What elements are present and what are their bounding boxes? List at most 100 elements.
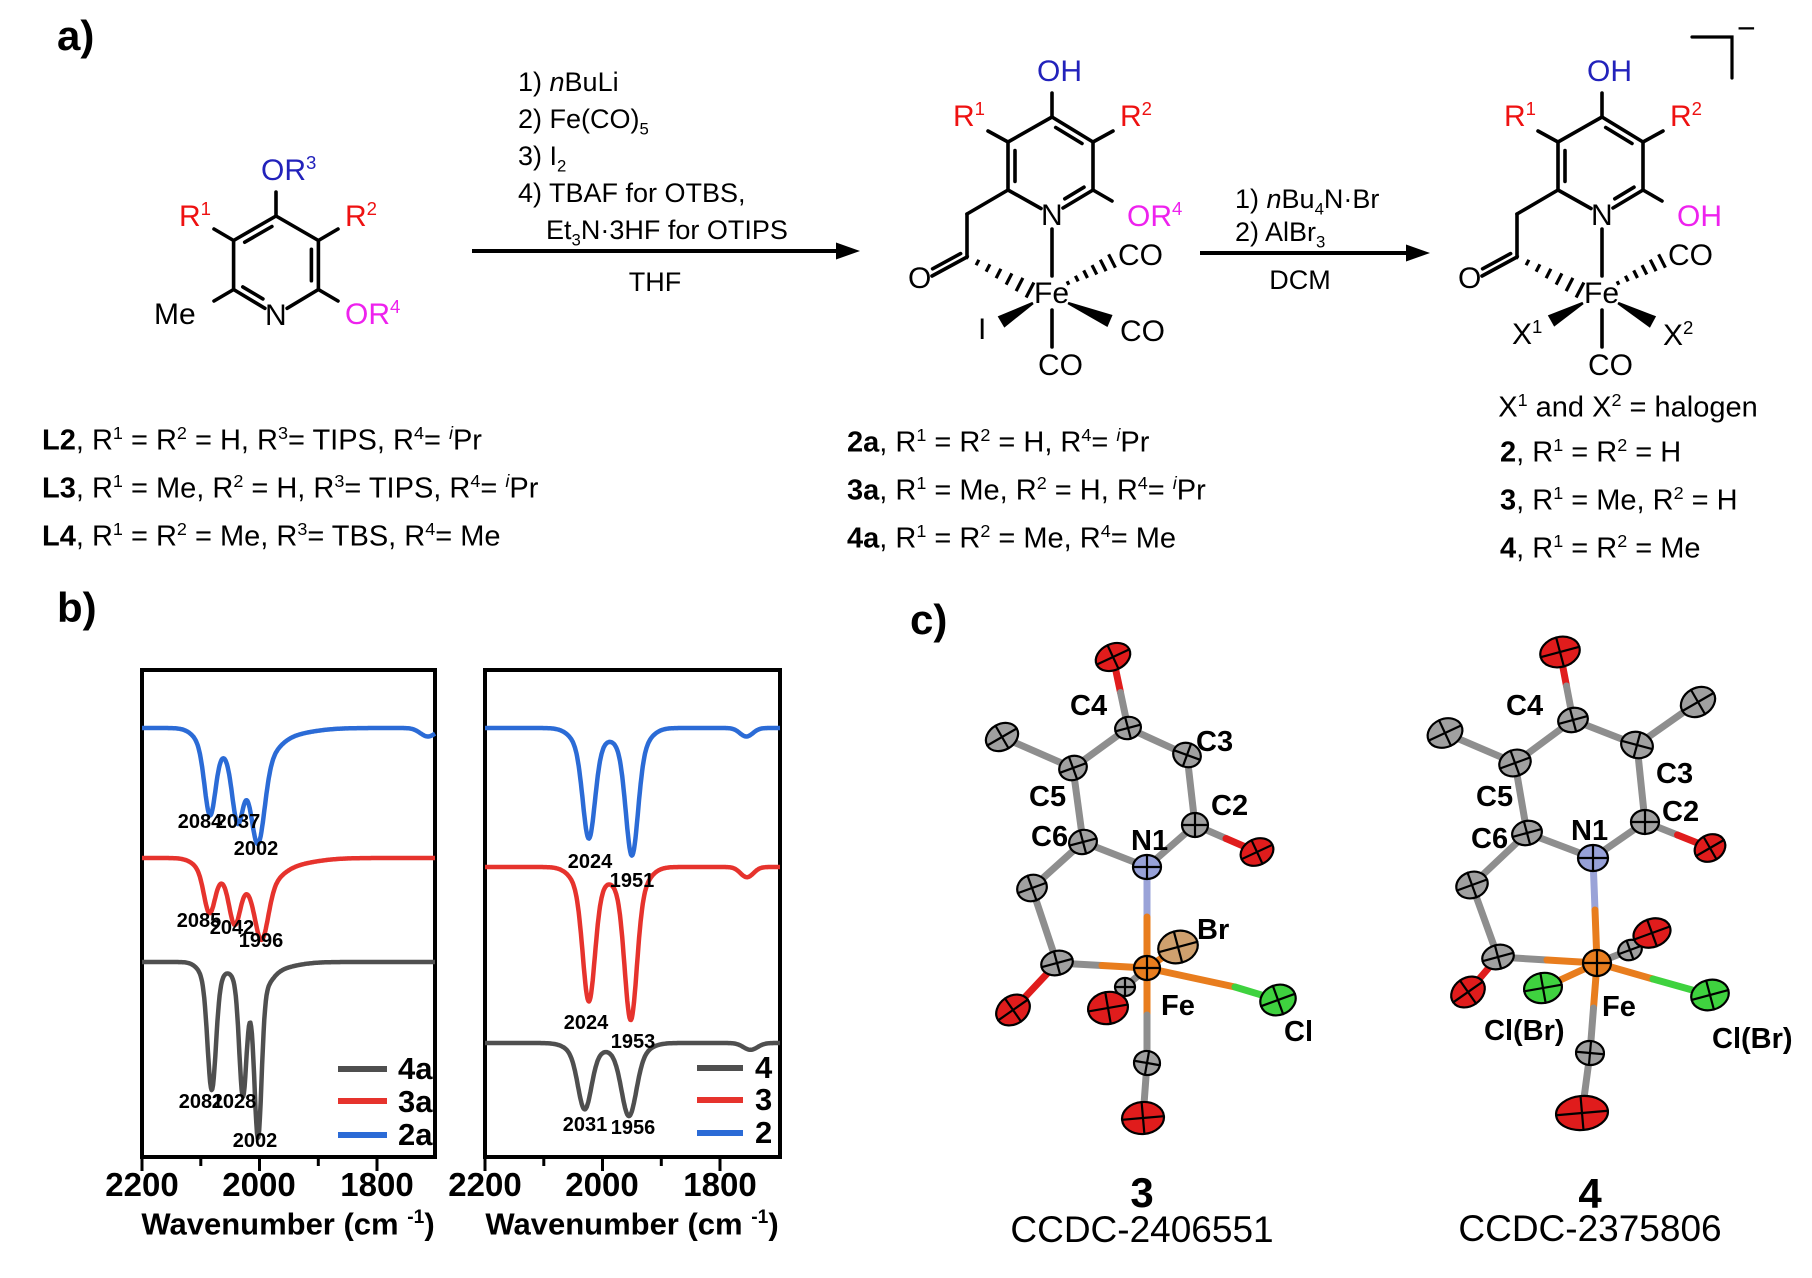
ortep3-c3-label: C3	[1196, 726, 1234, 758]
peak-4-2: 1956	[610, 1117, 656, 1139]
peak-3a-1: 2085	[176, 910, 222, 932]
ligand-def-l2: L2, R1 = R2 = H, R3= TIPS, R4= iPr	[42, 423, 482, 457]
peak-4a-1: 2081	[178, 1091, 224, 1113]
intermediate-def-4a: 4a, R1 = R2 = Me, R4= Me	[847, 521, 1177, 555]
legend-lines	[338, 1065, 743, 1138]
product-def-3: 3, R1 = Me, R2 = H	[1500, 483, 1738, 517]
product-oh-right-label: OH	[1677, 200, 1722, 233]
intermediate-o-label: O	[908, 262, 932, 295]
ortep4-id: 4	[1578, 1170, 1602, 1217]
peak-2-2: 1951	[609, 870, 655, 892]
product-def-2: 2, R1 = R2 = H	[1500, 435, 1682, 469]
peak-2a-1: 2084	[177, 811, 223, 833]
ortep3-c2-label: C2	[1211, 790, 1249, 822]
reactant-r1-label: R1	[179, 198, 212, 233]
intermediate-fe-label: Fe	[1034, 277, 1070, 310]
peak-2a-2: 2037	[215, 811, 261, 833]
product-x1-label: X1	[1512, 316, 1543, 351]
plotR-tick-2200: 2200	[448, 1166, 522, 1203]
ortep3-c5-label: C5	[1029, 781, 1067, 813]
scheme-bonds	[212, 35, 1734, 349]
step2-solvent: DCM	[1269, 265, 1331, 295]
plotR-legend-2: 2	[755, 1115, 773, 1150]
product-o-label: O	[1458, 262, 1482, 295]
plotR-xlabel: Wavenumber (cm -1)	[485, 1206, 779, 1242]
step1-cond-1: 1) nBuLi	[518, 67, 619, 97]
ligand-def-l4: L4, R1 = R2 = Me, R3= TBS, R4= Me	[42, 519, 501, 553]
reactant-or3-label: OR3	[261, 152, 317, 187]
ortep3-fe-label: Fe	[1161, 990, 1195, 1022]
reactant-n-label: N	[265, 299, 287, 332]
scheme-hashes	[964, 253, 1667, 299]
plotL-legend-4a: 4a	[398, 1051, 433, 1086]
ortep3-br-label: Br	[1197, 914, 1230, 946]
intermediate-n-label: N	[1041, 199, 1063, 232]
ortep4-c6-label: C6	[1471, 823, 1509, 855]
ortep4-c4-label: C4	[1506, 690, 1544, 722]
step1-solvent: THF	[628, 267, 682, 297]
product-co-bottom-label: CO	[1588, 349, 1633, 382]
intermediate-def-2a: 2a, R1 = R2 = H, R4= iPr	[847, 425, 1150, 459]
product-x2-label: X2	[1663, 317, 1694, 352]
ortep3-cl-label: Cl	[1284, 1016, 1313, 1048]
plotR-legend-3: 3	[755, 1082, 773, 1117]
arrow1-head	[836, 242, 860, 260]
reaction-arrows	[472, 242, 1430, 262]
trace-4	[483, 1040, 782, 1119]
trace-2	[483, 725, 782, 858]
step2-cond-1: 1) nBu4N·Br	[1235, 184, 1380, 219]
plotL-tick-2200: 2200	[105, 1166, 179, 1203]
reactant-or4-label: OR4	[345, 296, 401, 331]
peak-2a-3: 2002	[233, 838, 279, 860]
product-co-top-label: CO	[1668, 239, 1713, 272]
intermediate-r1-label: R1	[953, 98, 986, 133]
product-charge-label: −	[1737, 10, 1756, 46]
ortep4-c5-label: C5	[1476, 781, 1514, 813]
plotL-xlabel: Wavenumber (cm -1)	[141, 1206, 435, 1242]
trace-3a	[140, 855, 437, 943]
scheme-wedges	[997, 301, 1657, 328]
ortep4-n1-label: N1	[1571, 815, 1609, 847]
ortep3-c4-label: C4	[1070, 690, 1108, 722]
plotL-tick-1800: 1800	[340, 1166, 414, 1203]
intermediate-or4-label: OR4	[1127, 198, 1183, 233]
peak-2-1: 2024	[567, 851, 613, 873]
panel-a-label: a)	[57, 12, 95, 59]
product-oh-top-label: OH	[1587, 55, 1632, 88]
plot-right-frame	[483, 668, 782, 1159]
reactant-r2-label: R2	[345, 198, 378, 233]
plotL-legend-3a: 3a	[398, 1084, 433, 1119]
ortep4-ccdc: CCDC-2375806	[1458, 1208, 1722, 1249]
ortep3-id: 3	[1130, 1169, 1154, 1216]
peak-4-1: 2031	[562, 1114, 608, 1136]
peak-3-1: 2024	[563, 1012, 609, 1034]
reactant-me-label: Me	[154, 298, 196, 331]
step1-cond-5: Et3N·3HF for OTIPS	[546, 215, 788, 250]
ortep4-fe-label: Fe	[1602, 991, 1636, 1023]
plot-left-frame	[140, 668, 437, 1159]
plotR-tick-1800: 1800	[683, 1166, 757, 1203]
peak-3a-2: 2042	[209, 917, 255, 939]
ligand-def-l3: L3, R1 = Me, R2 = H, R3= TIPS, R4= iPr	[42, 471, 539, 505]
intermediate-co-bottom-label: CO	[1038, 349, 1083, 382]
ortep3-ccdc: CCDC-2406551	[1010, 1209, 1274, 1250]
ortep4-clbr-right-label: Cl(Br)	[1712, 1023, 1793, 1055]
product-def-4: 4, R1 = R2 = Me	[1500, 531, 1701, 565]
ortep3-c6-label: C6	[1031, 821, 1069, 853]
ortep4-c3-label: C3	[1656, 758, 1694, 790]
plotL-legend-2a: 2a	[398, 1117, 433, 1152]
panel-c-label: c)	[910, 596, 948, 643]
ir-plots	[140, 668, 782, 1171]
peak-3-2: 1953	[610, 1031, 656, 1053]
intermediate-oh-label: OH	[1037, 55, 1082, 88]
trace-4a	[140, 959, 437, 1141]
ortep4-c2-label: C2	[1662, 796, 1700, 828]
ortep-4	[1426, 635, 1730, 1132]
step1-cond-3: 3) I2	[518, 141, 567, 176]
intermediate-def-3a: 3a, R1 = Me, R2 = H, R4= iPr	[847, 473, 1206, 507]
plotR-tick-2000: 2000	[565, 1166, 639, 1203]
peak-4a-3: 2002	[232, 1130, 278, 1152]
panel-b-label: b)	[57, 584, 97, 631]
plotR-legend-4: 4	[755, 1050, 773, 1085]
